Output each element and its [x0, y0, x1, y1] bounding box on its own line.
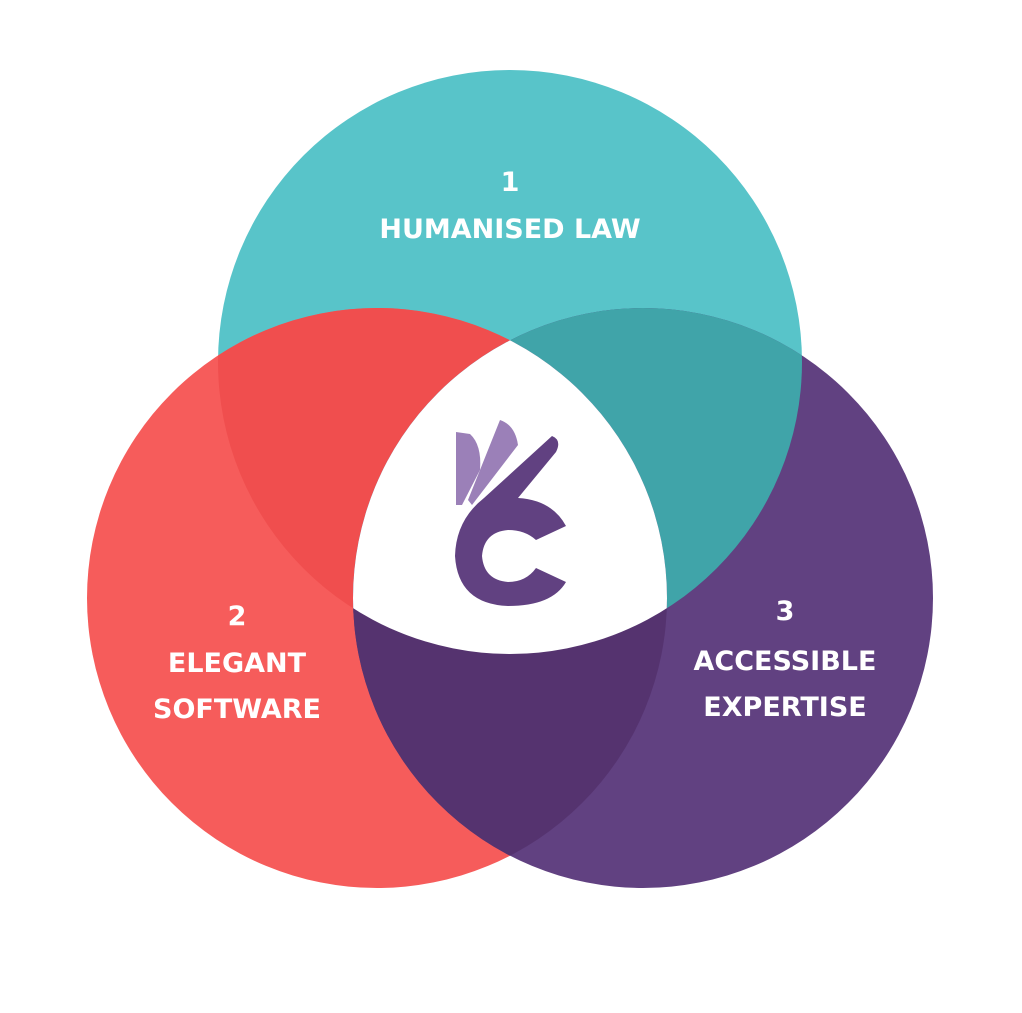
label-2: 2 ELEGANT SOFTWARE	[153, 601, 321, 725]
circle-1-number: 1	[501, 167, 520, 198]
circle-2-title-line1: ELEGANT	[168, 648, 307, 679]
label-1: 1 HUMANISED LAW	[379, 167, 640, 245]
circle-2-title-line2: SOFTWARE	[153, 694, 321, 725]
circle-3-title-line2: EXPERTISE	[703, 692, 866, 723]
circle-1-title: HUMANISED LAW	[379, 214, 640, 245]
circle-3-number: 3	[776, 596, 795, 627]
label-3: 3 ACCESSIBLE EXPERTISE	[694, 596, 877, 723]
circle-3-title-line1: ACCESSIBLE	[694, 646, 877, 677]
brand-logo-icon	[455, 420, 566, 606]
circle-2-number: 2	[228, 601, 247, 632]
